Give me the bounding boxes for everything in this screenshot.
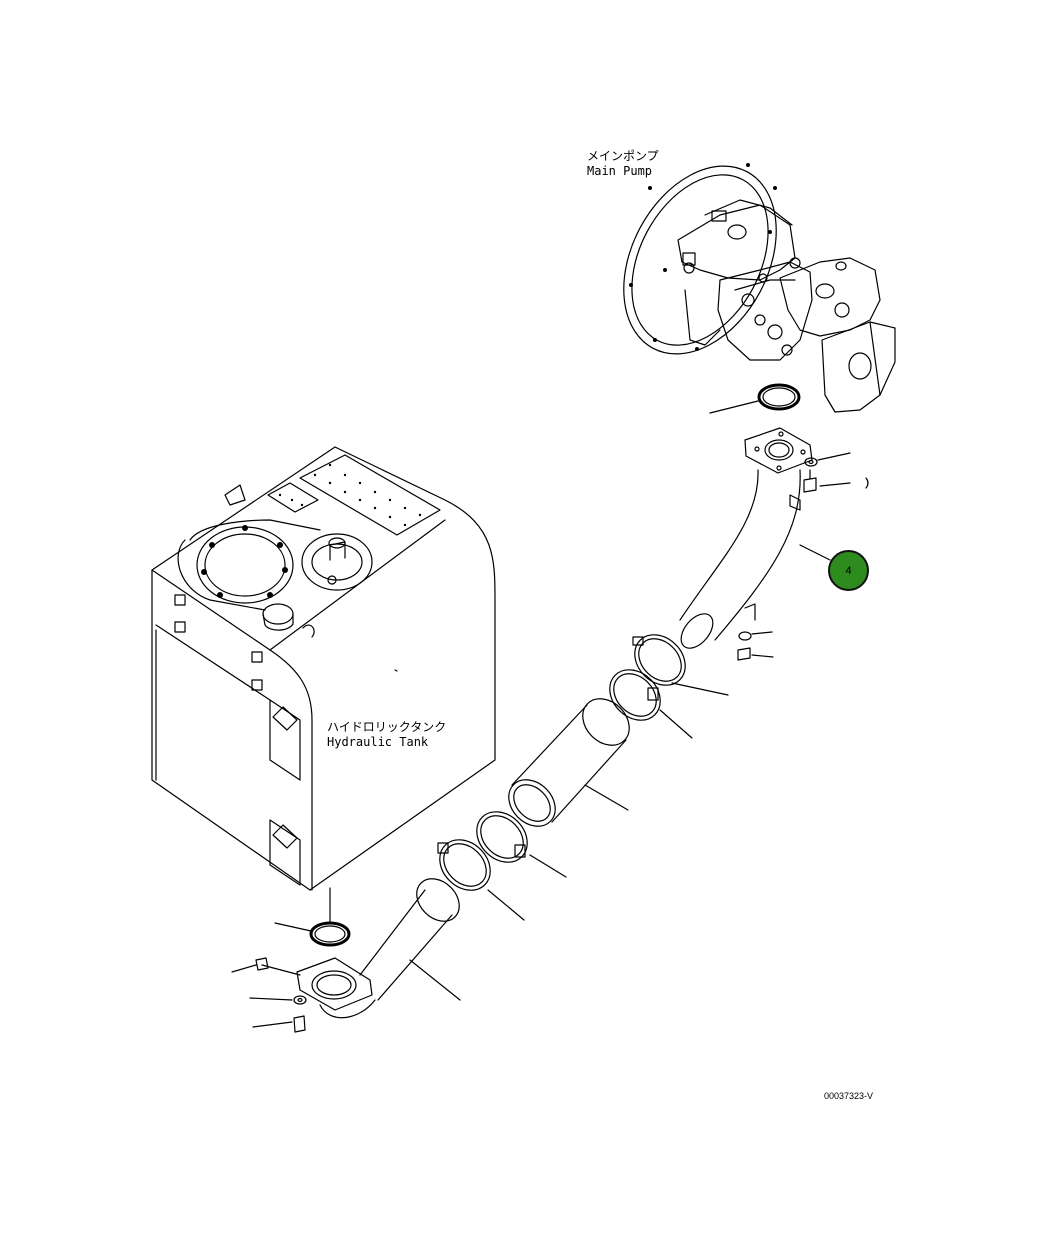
- part-callout-number: 4: [845, 564, 852, 577]
- main-pump-label-en: Main Pump: [587, 164, 653, 178]
- tank-outlet-elbow: [296, 878, 461, 1019]
- hydraulic-tank-label-en: Hydraulic Tank: [327, 735, 429, 749]
- hose-clamp-upper-2: [609, 669, 693, 739]
- part-callout-4[interactable]: 4: [828, 550, 869, 591]
- hose-clamp-upper-1: [632, 634, 729, 696]
- hose-clamp-lower-2: [437, 839, 525, 921]
- suction-hose-middle: [508, 698, 630, 827]
- hydraulic-tank-label-jp: ハイドロリックタンク: [327, 720, 447, 734]
- o-ring-pump: [757, 383, 801, 411]
- drawing-code: 00037323-V: [824, 1091, 874, 1101]
- main-pump-drawing: [623, 163, 896, 413]
- main-pump-label-jp: メインポンプ: [587, 149, 659, 163]
- o-ring-tank: [309, 921, 351, 947]
- suction-elbow-pipe: [679, 427, 831, 649]
- hose-clamp-lower-1: [476, 811, 567, 878]
- hydraulic-tank-drawing: [151, 446, 496, 891]
